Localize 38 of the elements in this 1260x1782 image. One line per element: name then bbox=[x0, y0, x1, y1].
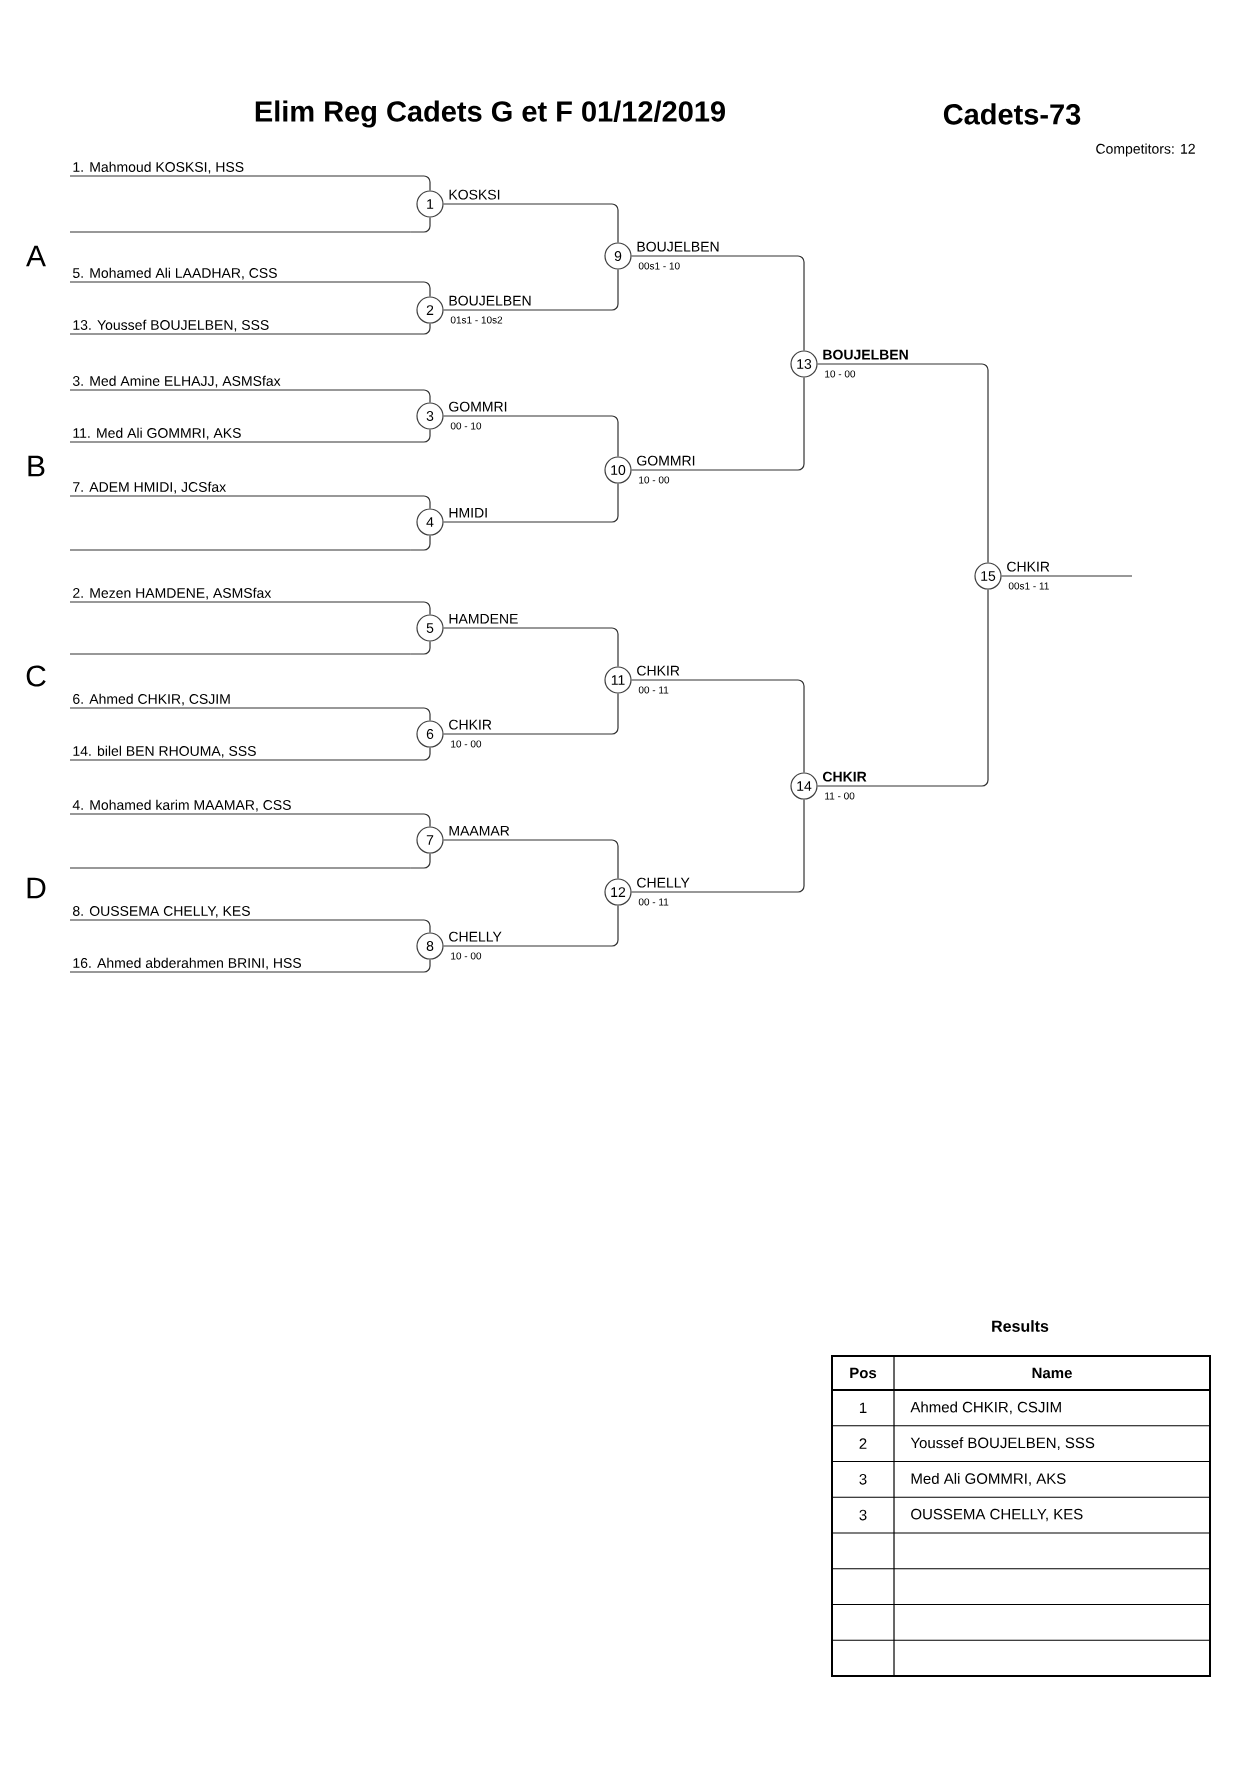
bracket-line bbox=[443, 905, 619, 947]
bracket-line bbox=[410, 535, 431, 551]
bracket-line bbox=[69, 707, 431, 721]
category-name: Cadets-73 bbox=[943, 103, 1081, 125]
bracket-line bbox=[443, 203, 619, 243]
bracket-line bbox=[69, 959, 431, 973]
bracket-line bbox=[410, 853, 431, 869]
bracket-line bbox=[69, 919, 431, 933]
bracket-line bbox=[817, 589, 989, 787]
pool-letter: C bbox=[26, 665, 46, 687]
table-title: Results bbox=[992, 1320, 1049, 1332]
bracket-line bbox=[443, 627, 619, 667]
bracket-line bbox=[69, 601, 431, 615]
bracket-line bbox=[631, 255, 805, 351]
bracket-line bbox=[817, 363, 989, 563]
bracket-line bbox=[69, 429, 431, 443]
bracket-line bbox=[69, 389, 431, 403]
bracket-line bbox=[69, 813, 431, 827]
bracket-line bbox=[631, 377, 805, 471]
bracket-line bbox=[443, 839, 619, 879]
bracket-line bbox=[631, 799, 805, 893]
bracket-line bbox=[443, 693, 619, 735]
bracket-line bbox=[69, 281, 431, 297]
bracket-line bbox=[1001, 575, 1133, 577]
bracket-line bbox=[69, 495, 431, 509]
bracket-line bbox=[69, 175, 431, 191]
bracket-line bbox=[443, 415, 619, 457]
bracket-line bbox=[69, 747, 431, 761]
bracket-line bbox=[410, 641, 431, 655]
bracket-line bbox=[443, 269, 619, 311]
pool-letter: B bbox=[28, 455, 45, 477]
pool-letter: A bbox=[26, 245, 46, 267]
bracket-line bbox=[443, 483, 619, 523]
pool-letter: D bbox=[27, 877, 46, 899]
bracket-line bbox=[410, 217, 431, 233]
bracket-line bbox=[631, 679, 805, 773]
bracket-line bbox=[69, 323, 431, 335]
title: Elim Reg Cadets G et F 01/12/2019 bbox=[255, 100, 725, 128]
